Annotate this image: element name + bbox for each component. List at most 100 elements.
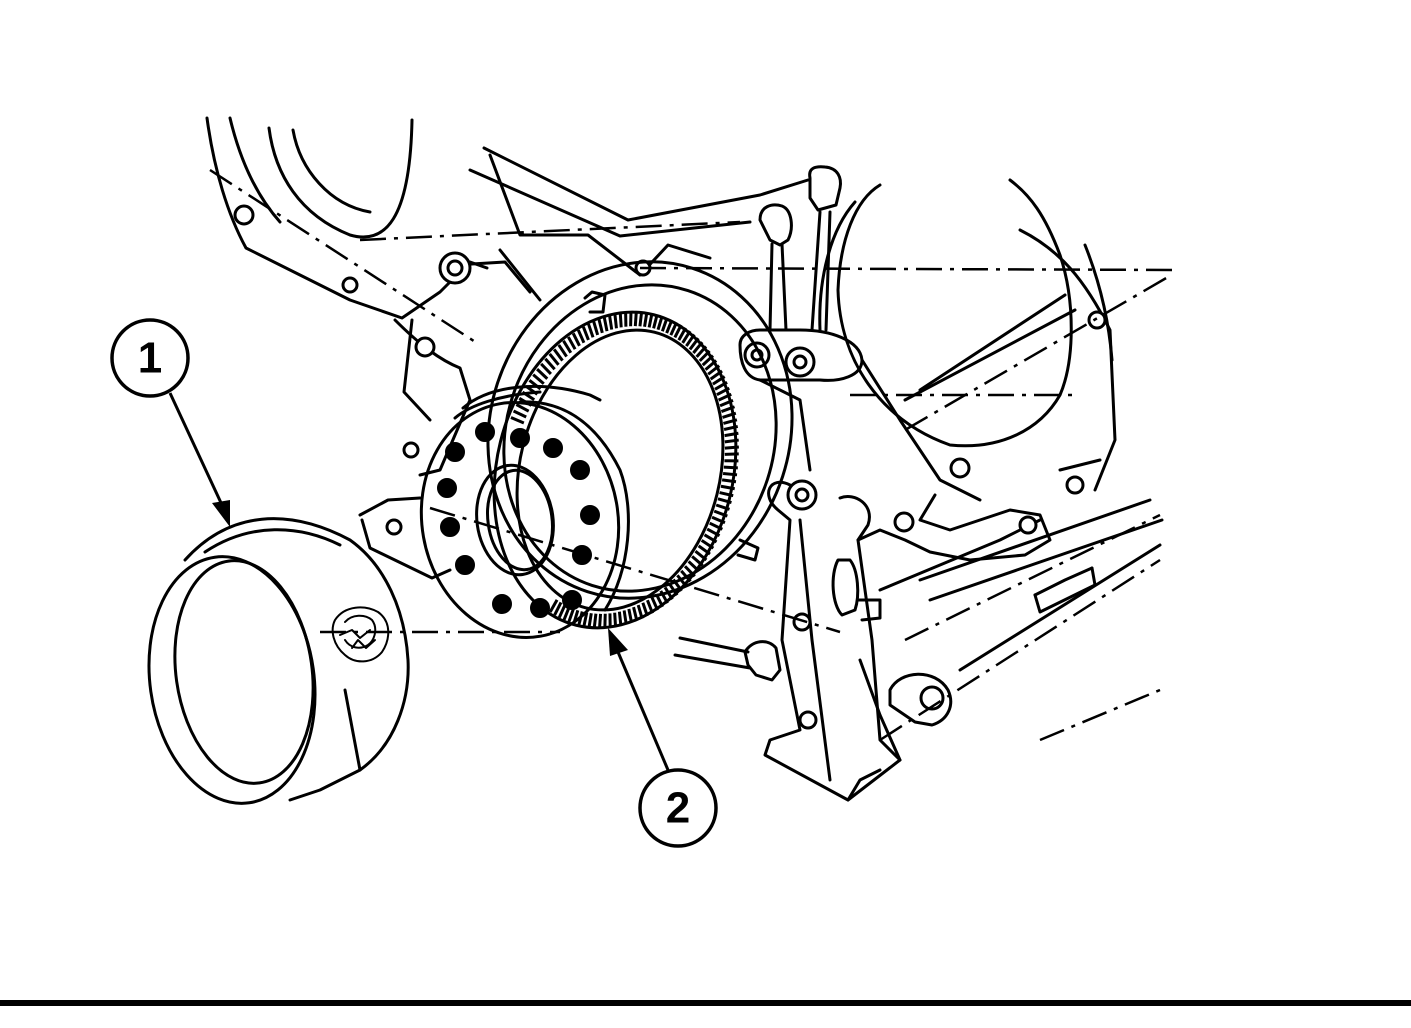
- gear-tooth: [650, 596, 659, 611]
- gear-tooth: [685, 333, 696, 347]
- gear-tooth: [687, 560, 700, 573]
- gear-tooth: [571, 332, 581, 347]
- gear-tooth: [632, 606, 639, 622]
- gear-tooth: [562, 340, 573, 354]
- gear-tooth: [557, 344, 568, 358]
- gear-tooth: [646, 599, 654, 614]
- gear-tooth: [672, 578, 683, 592]
- gear-tooth: [536, 368, 549, 380]
- gear-tooth: [706, 527, 721, 537]
- gear-tooth: [598, 613, 603, 628]
- gear-tooth: [660, 317, 669, 332]
- gear-tooth: [587, 613, 593, 628]
- gear-tooth: [548, 599, 559, 613]
- gear-tooth: [659, 590, 669, 604]
- gear-tooth: [724, 445, 739, 450]
- gear-tooth: [512, 409, 527, 419]
- gear-tooth: [716, 386, 730, 396]
- gear-tooth: [576, 329, 586, 344]
- gear-tooth: [711, 515, 726, 525]
- gear-tooth: [703, 533, 718, 544]
- gear-tooth: [643, 312, 649, 327]
- gear-tooth: [592, 321, 600, 336]
- gear-tooth: [633, 312, 638, 327]
- gear-tooth: [510, 416, 525, 425]
- gear-tooth: [692, 341, 704, 354]
- gear-tooth: [712, 375, 726, 386]
- gear-tooth: [715, 503, 730, 511]
- gear-tooth: [647, 313, 654, 328]
- gear-tooth: [673, 324, 683, 339]
- gear-tooth: [714, 380, 728, 391]
- gear-tooth: [724, 438, 739, 444]
- gear-tooth: [721, 478, 737, 484]
- gear-tooth: [587, 323, 595, 338]
- gear-tooth: [698, 349, 711, 362]
- gear-tooth: [656, 315, 664, 331]
- gear-tooth: [697, 544, 711, 556]
- gear-tooth: [618, 313, 623, 328]
- gear-tooth: [694, 550, 708, 562]
- gear-tooth: [638, 312, 644, 327]
- gear-tooth: [695, 345, 708, 358]
- center-lines: [209, 168, 1181, 742]
- ring-gear-teeth: [510, 312, 739, 628]
- gear-tooth: [566, 336, 577, 350]
- gear-tooth: [548, 353, 560, 366]
- gear-tooth: [701, 354, 715, 367]
- gear-tooth: [553, 601, 563, 616]
- gear-tooth: [723, 465, 738, 470]
- gear-tooth: [722, 411, 737, 419]
- gear-tooth: [567, 608, 575, 623]
- callout-1-label: 1: [138, 334, 162, 383]
- flywheel-assembly: [419, 260, 794, 639]
- gear-tooth: [719, 491, 734, 498]
- gear-tooth: [717, 392, 732, 402]
- gear-tooth: [722, 472, 738, 477]
- gear-tooth: [700, 539, 715, 550]
- gear-tooth: [515, 403, 530, 413]
- gear-tooth: [724, 452, 739, 456]
- callout-2-label: 2: [666, 784, 690, 833]
- gear-tooth: [532, 373, 545, 385]
- gear-tooth: [691, 555, 704, 567]
- gear-tooth: [720, 405, 736, 413]
- gear-tooth: [709, 369, 723, 381]
- gear-tooth: [707, 364, 721, 376]
- callout-2: 2: [608, 628, 718, 848]
- gear-tooth: [719, 399, 734, 408]
- gear-tooth: [681, 330, 692, 344]
- gear-tooth: [669, 321, 678, 336]
- gear-tooth: [617, 611, 623, 626]
- gear-tooth: [683, 565, 696, 578]
- callout-1: 1: [110, 318, 230, 527]
- gear-tooth: [608, 315, 614, 330]
- gear-tooth: [713, 509, 728, 518]
- gear-tooth: [677, 327, 687, 341]
- gear-tooth: [597, 318, 604, 334]
- gear-tooth: [627, 608, 634, 623]
- gear-tooth: [613, 612, 618, 627]
- engine-block: [205, 116, 1164, 802]
- gear-tooth: [723, 418, 738, 425]
- gear-tooth: [602, 317, 609, 332]
- gear-tooth: [655, 593, 664, 608]
- gear-tooth: [709, 521, 724, 531]
- gear-tooth: [680, 569, 692, 583]
- gear-tooth: [582, 612, 589, 627]
- gear-tooth: [557, 604, 567, 619]
- gear-tooth: [668, 582, 679, 597]
- gear-tooth: [592, 613, 598, 628]
- gear-tooth: [720, 484, 735, 491]
- gear-tooth: [704, 359, 718, 371]
- gear-tooth: [641, 602, 649, 617]
- gear-tooth: [540, 362, 552, 375]
- gear-tooth: [622, 610, 628, 625]
- gear-tooth: [665, 319, 674, 334]
- gear-tooth: [723, 425, 739, 431]
- gear-tooth: [717, 497, 732, 504]
- gear-tooth: [613, 314, 618, 329]
- gear-tooth: [652, 314, 659, 329]
- gear-tooth: [724, 431, 739, 438]
